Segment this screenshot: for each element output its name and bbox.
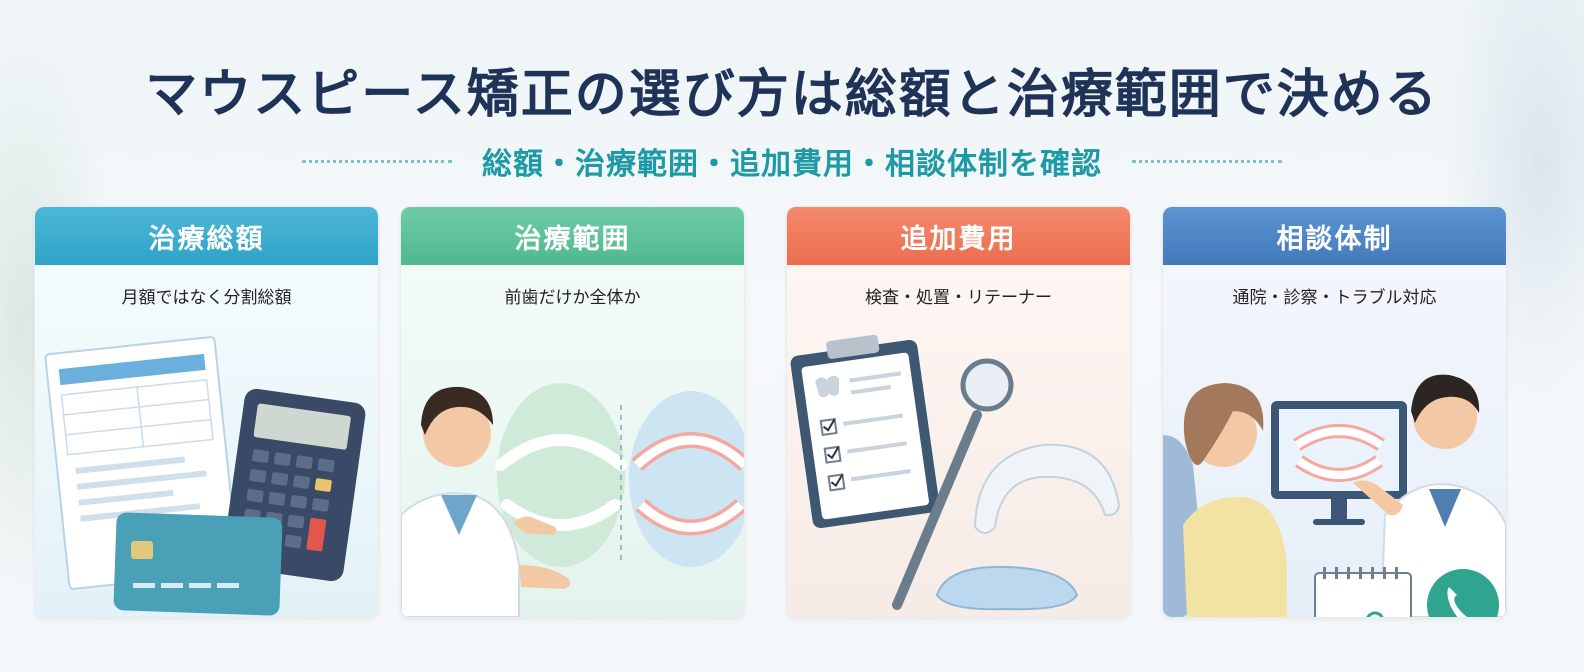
card-total-cost: 治療総額 [34,206,379,618]
card-header-additional-costs: 追加費用 [787,207,1130,265]
additional-cost-illustration [790,334,1121,611]
dental-mirror-icon [892,358,1014,610]
scope-illustration [401,383,744,617]
monitor-icon [1271,401,1407,525]
card-header-total-cost: 治療総額 [35,207,378,265]
credit-card-icon [113,512,283,616]
clipboard-icon [790,334,940,529]
calendar-icon [1314,567,1412,617]
dotted-divider-right [1132,159,1282,163]
consultation-illustration [1163,374,1506,617]
full-teeth-icon [629,391,744,567]
doctor-icon [401,386,571,617]
retainer-icon [935,565,1079,611]
card-treatment-scope: 治療範囲 [400,206,745,618]
card-body-total-cost: 月額ではなく分割総額 [35,265,378,617]
card-body-treatment-scope: 前歯だけか全体か [401,265,744,617]
card-header-consultation-system: 相談体制 [1163,207,1506,265]
page-title: マウスピース矯正の選び方は総額と治療範囲で決める [145,65,1439,125]
card-body-additional-costs: 検査・処置・リテーナー [787,265,1130,617]
card-title: 治療総額 [148,223,265,255]
card-title: 追加費用 [900,223,1017,255]
subtitle-row: 総額・治療範囲・追加費用・相談体制を確認 [0,141,1584,182]
dotted-divider-left [302,159,452,163]
page-subtitle: 総額・治療範囲・追加費用・相談体制を確認 [482,147,1102,182]
card-body-consultation-system: 通院・診察・トラブル対応 [1163,265,1506,617]
front-teeth-icon [495,383,627,567]
phone-icon [1427,569,1499,617]
card-caption: 検査・処置・リテーナー [865,288,1052,308]
cost-illustration [44,336,366,616]
card-header-treatment-scope: 治療範囲 [401,207,744,265]
card-title: 治療範囲 [514,223,631,255]
aligner-icon [973,443,1121,534]
card-caption: 月額ではなく分割総額 [121,288,292,308]
card-caption: 前歯だけか全体か [504,288,641,308]
card-consultation-system: 相談体制 [1162,206,1507,618]
card-additional-costs: 追加費用 [786,206,1131,618]
card-caption: 通院・診察・トラブル対応 [1232,288,1437,308]
card-title: 相談体制 [1276,223,1393,255]
patient-icon [1183,383,1287,617]
